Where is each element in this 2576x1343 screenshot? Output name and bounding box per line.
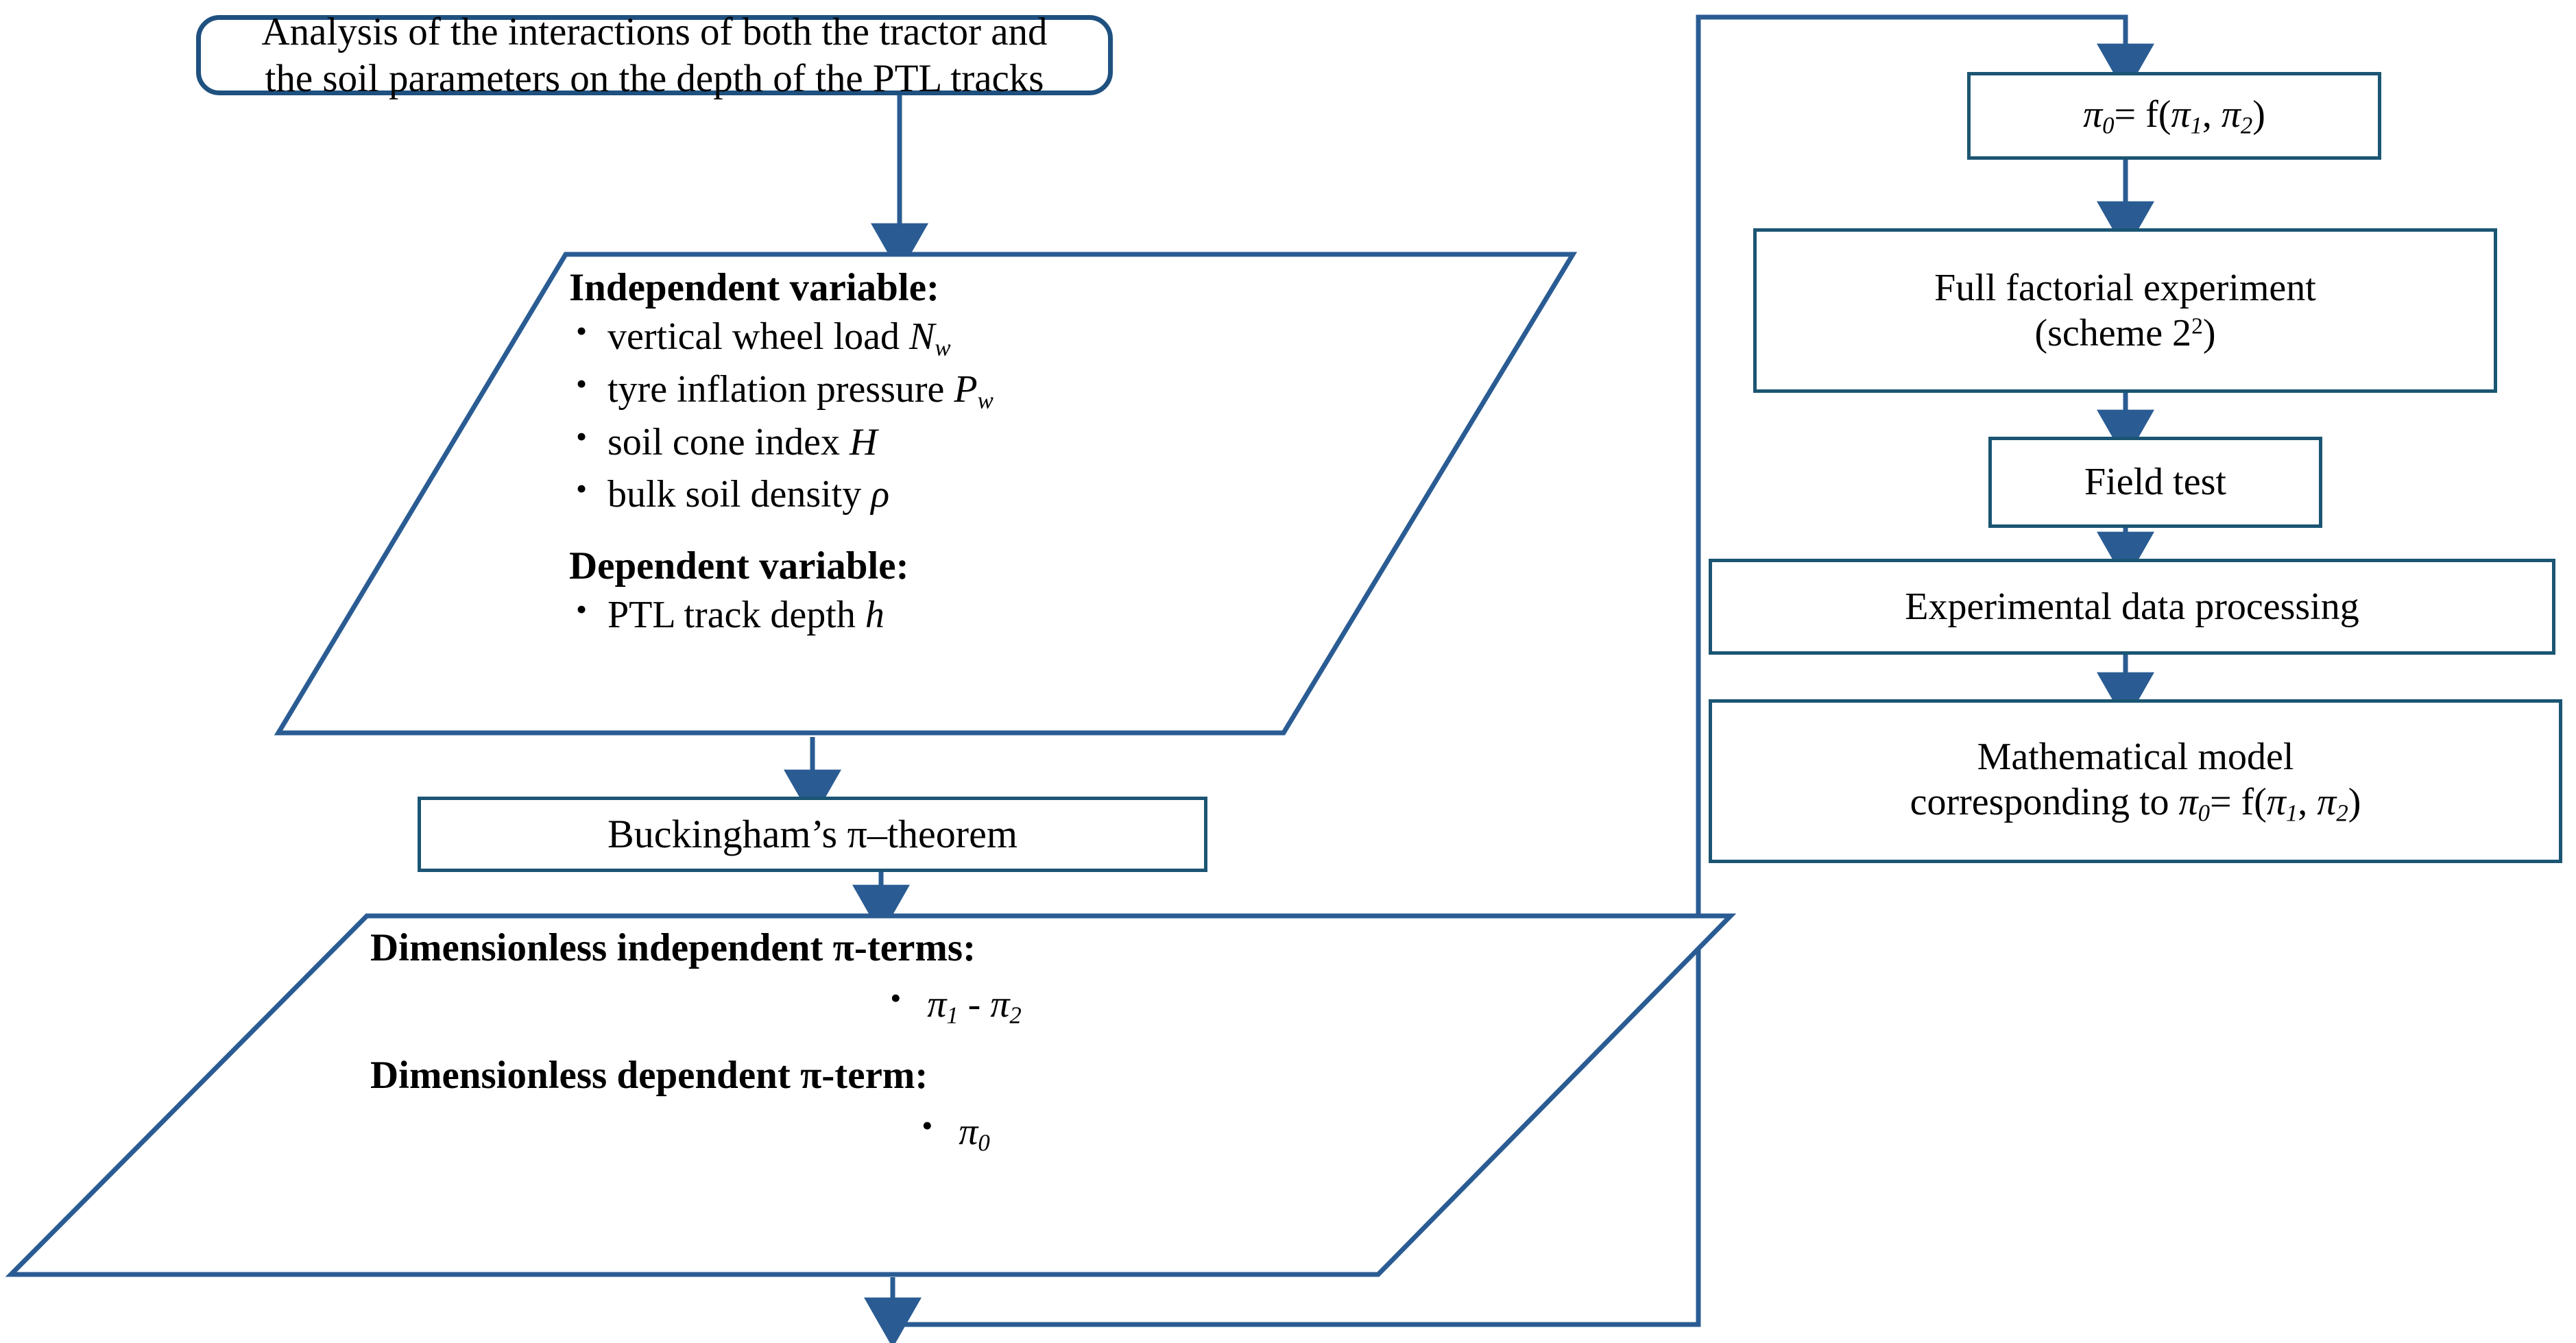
pi-function-label: π0= f(π1, π2) [2083,93,2265,139]
topic-box[interactable]: Analysis of the interactions of both the… [196,10,1113,100]
variables-content: Independent variable: vertical wheel loa… [569,265,1515,641]
symbol-P: P [954,368,978,411]
experimental-data-processing-label: Experimental data processing [1905,585,2359,628]
list-item: PTL track depth h [569,588,1515,641]
symbol-h: h [865,593,884,636]
dimensionless-independent-item: π1 - π2 [370,980,1536,1030]
full-factorial-line-1: Full factorial experiment [1934,266,2316,309]
spacer [569,520,1515,544]
pi-terms-parallelogram-shape [5,913,1737,1277]
topic-line-1: Analysis of the interactions of both the… [261,10,1048,54]
field-test-label: Field test [2084,461,2226,504]
independent-variable-header: Independent variable: [569,266,939,309]
full-factorial-experiment-box[interactable]: Full factorial experiment (scheme 22) [1753,228,2497,393]
spacer [370,971,1536,982]
spacer [370,1099,1536,1110]
symbol-H: H [850,421,878,464]
pi-terms-content: Dimensionless independent π-terms: π1 - … [370,925,1536,1157]
mathematical-model-box[interactable]: Mathematical model corresponding to π0= … [1709,699,2562,863]
mathematical-model-line-1: Mathematical model [1977,736,2294,779]
field-test-box[interactable]: Field test [1988,437,2322,528]
list-item: tyre inflation pressure Pw [569,363,1515,417]
dimensionless-dependent-header: Dimensionless dependent π-term: [370,1053,928,1097]
buckingham-theorem-box[interactable]: Buckingham’s π–theorem [418,797,1207,872]
independent-variable-list: vertical wheel load Nw tyre inflation pr… [569,310,1515,520]
list-item: vertical wheel load Nw [569,310,1515,364]
symbol-rho: ρ [871,472,890,516]
full-factorial-line-2: (scheme 22) [2034,312,2216,354]
list-item: soil cone index H [569,415,1515,468]
mathematical-model-line-2: corresponding to π0= f(π1, π2) [1910,781,2361,827]
dependent-variable-header: Dependent variable: [569,544,909,588]
pi-terms-parallelogram[interactable]: Dimensionless independent π-terms: π1 - … [5,912,1737,1279]
variables-parallelogram[interactable]: Independent variable: vertical wheel loa… [274,250,1578,737]
topic-line-2: the soil parameters on the depth of the … [265,56,1044,100]
dependent-variable-list: PTL track depth h [569,588,1515,641]
symbol-N: N [909,315,935,358]
spacer [370,1030,1536,1053]
experimental-data-processing-box[interactable]: Experimental data processing [1709,559,2555,655]
pi-function-box[interactable]: π0= f(π1, π2) [1967,72,2381,160]
list-item: bulk soil density ρ [569,467,1515,520]
dimensionless-independent-header: Dimensionless independent π-terms: [370,926,976,969]
buckingham-theorem-label: Buckingham’s π–theorem [607,811,1018,856]
dimensionless-dependent-item: π0 [370,1107,1536,1157]
